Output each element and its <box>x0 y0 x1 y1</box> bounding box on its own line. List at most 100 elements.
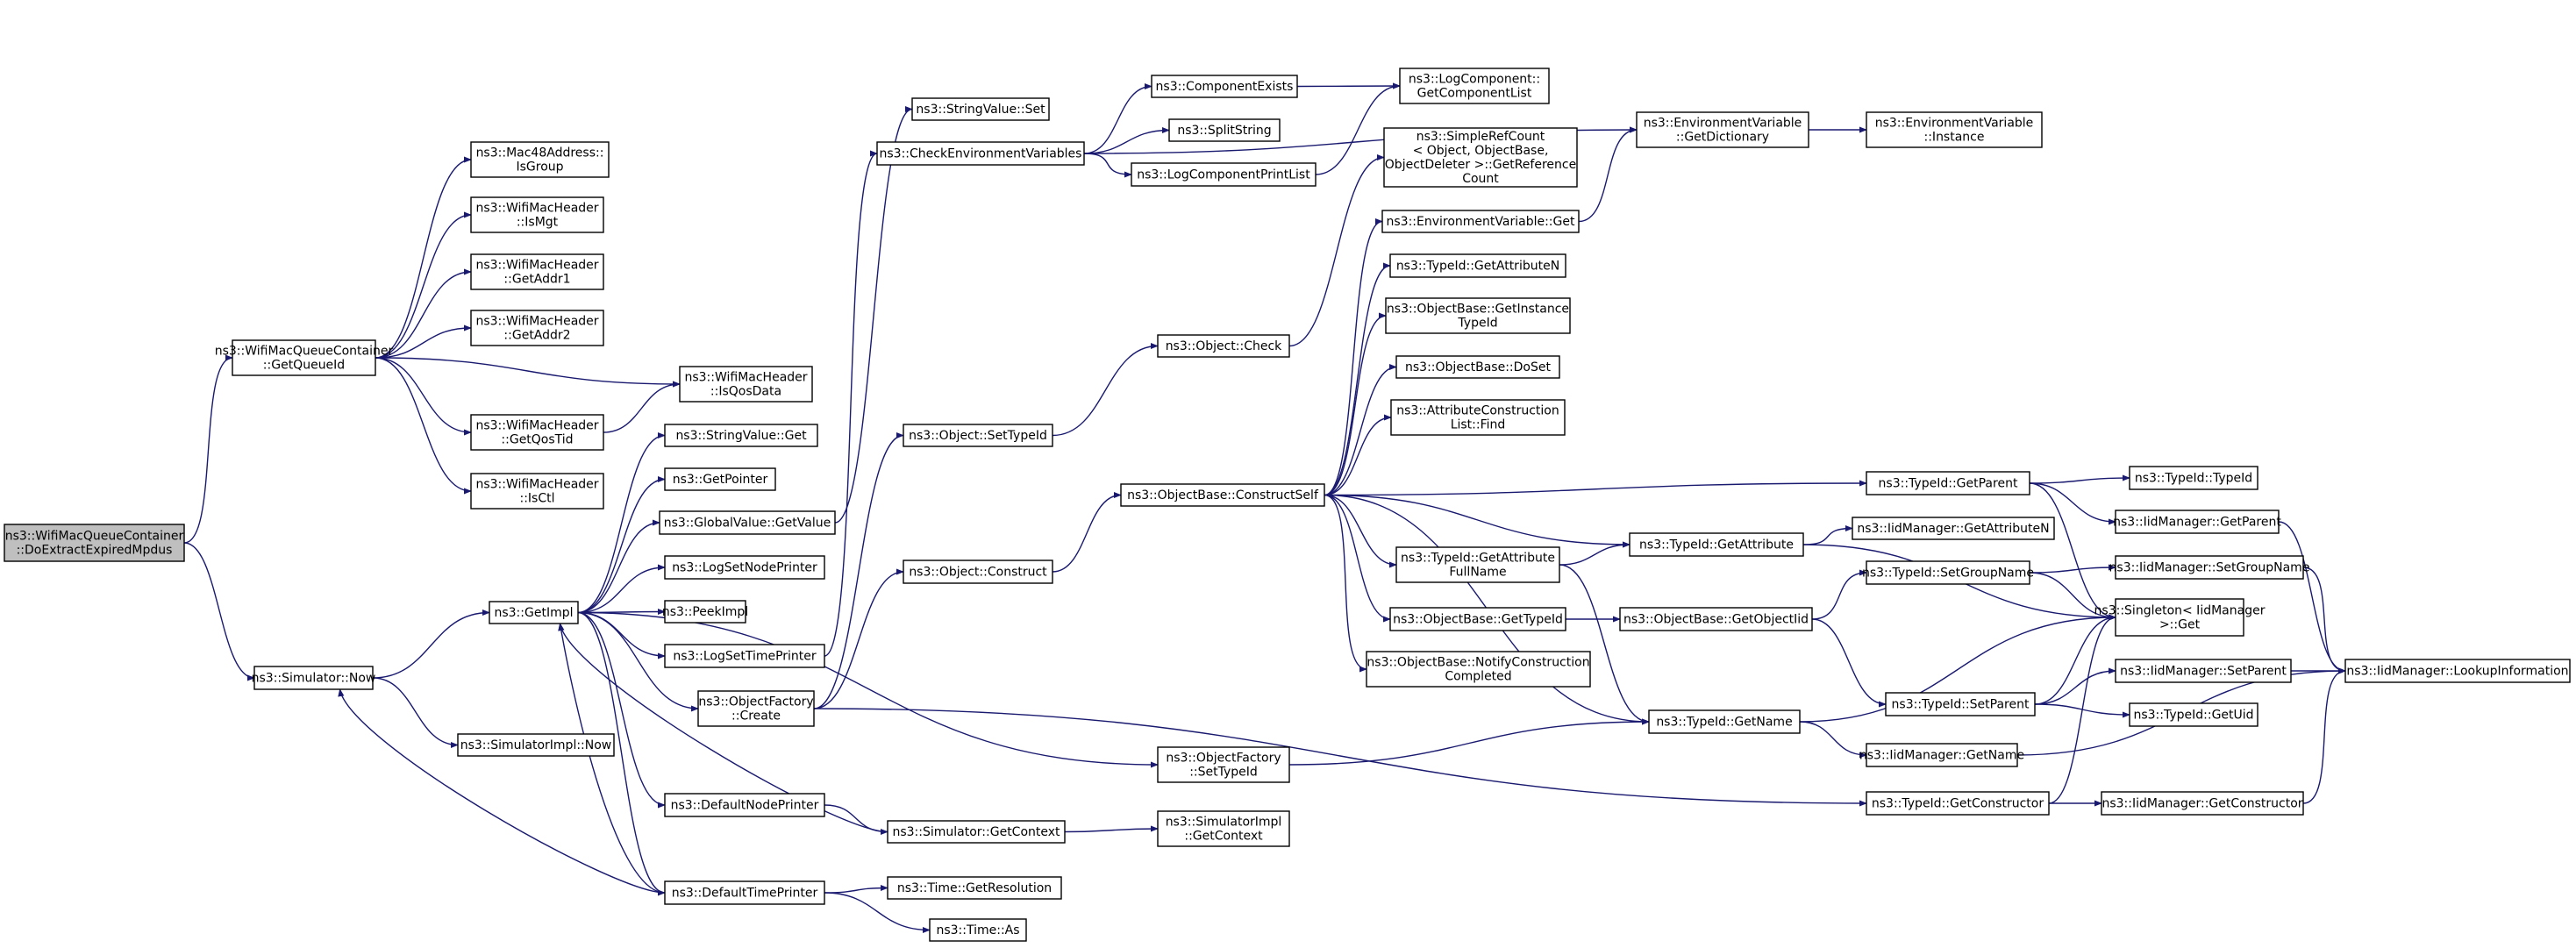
node-getqueueid[interactable]: ns3::WifiMacQueueContainer::GetQueueId <box>215 339 394 376</box>
node-getpointer[interactable]: ns3::GetPointer <box>664 467 776 491</box>
edge-setparent-to-iidsetparent <box>2034 667 2116 705</box>
node-getaddr1[interactable]: ns3::WifiMacHeader::GetAddr1 <box>470 253 604 290</box>
node-getobjectiid[interactable]: ns3::ObjectBase::GetObjectIid <box>1619 607 1813 631</box>
node-iidgetattrn[interactable]: ns3::IidManager::GetAttributeN <box>1852 517 2055 540</box>
node-box <box>2115 598 2244 637</box>
edge-constructself-to-doset <box>1324 363 1397 496</box>
node-deftime[interactable]: ns3::DefaultTimePrinter <box>664 880 825 905</box>
node-iidgetname[interactable]: ns3::IidManager::GetName <box>1859 743 2024 767</box>
node-getaddr2[interactable]: ns3::WifiMacHeader::GetAddr2 <box>470 310 604 346</box>
node-iidgetconstr[interactable]: ns3::IidManager::GetConstructor <box>2101 791 2304 816</box>
node-box <box>664 644 825 668</box>
node-box <box>903 424 1053 447</box>
node-simpleref[interactable]: ns3::SimpleRefCount< Object, ObjectBase,… <box>1383 127 1578 188</box>
node-label: ::GetContext <box>1184 829 1263 843</box>
node-peekimpl[interactable]: ns3::PeekImpl <box>662 600 748 624</box>
node-notifyconstr[interactable]: ns3::ObjectBase::NotifyConstructionCompl… <box>1366 651 1591 688</box>
node-objcheck[interactable]: ns3::Object::Check <box>1157 334 1290 358</box>
node-label: ns3::TypeId::GetConstructor <box>1872 796 2044 810</box>
node-singletonget[interactable]: ns3::Singleton< IidManager >::Get <box>2094 598 2266 637</box>
node-label: ns3::EnvironmentVariable <box>1644 116 1802 130</box>
node-label: IsGroup <box>516 160 563 174</box>
node-label: ns3::IidManager::LookupInformation <box>2346 664 2568 678</box>
node-objfactcreate[interactable]: ns3::ObjectFactory::Create <box>697 690 815 727</box>
node-settypeid[interactable]: ns3::Object::SetTypeId <box>903 424 1053 447</box>
node-label: ::GetQueueId <box>263 358 345 372</box>
node-label: ns3::IidManager::GetParent <box>2113 515 2281 529</box>
node-root[interactable]: ns3::WifiMacQueueContainer::DoExtractExp… <box>4 524 185 562</box>
edge-getimpl-to-globalget <box>577 519 660 614</box>
node-label: ns3::Simulator::Now <box>252 671 376 685</box>
node-getconstructor[interactable]: ns3::TypeId::GetConstructor <box>1866 791 2050 816</box>
node-box <box>470 473 604 510</box>
node-timegetres[interactable]: ns3::Time::GetResolution <box>887 876 1062 900</box>
edge-getqueueid-to-getaddr1 <box>375 268 472 359</box>
node-getqostid[interactable]: ns3::WifiMacHeader::GetQosTid <box>470 414 604 451</box>
node-constructself[interactable]: ns3::ObjectBase::ConstructSelf <box>1120 483 1325 507</box>
node-getimpl[interactable]: ns3::GetImpl <box>489 601 579 624</box>
edge-objfactsettype-to-typegetname <box>1288 718 1650 766</box>
node-iidgetparent[interactable]: ns3::IidManager::GetParent <box>2113 510 2281 534</box>
node-getparent[interactable]: ns3::TypeId::GetParent <box>1866 471 2030 495</box>
node-box <box>887 820 1066 844</box>
node-getattribute[interactable]: ns3::TypeId::GetAttribute <box>1629 532 1804 557</box>
edge-getimpl-to-getpointer <box>577 475 666 614</box>
node-envinstance[interactable]: ns3::EnvironmentVariable::Instance <box>1866 111 2043 148</box>
node-timeas[interactable]: ns3::Time::As <box>929 918 1027 942</box>
node-label: ns3::ObjectBase::GetInstance <box>1387 302 1569 316</box>
node-checkenv[interactable]: ns3::CheckEnvironmentVariables <box>876 141 1085 166</box>
node-logcomplist[interactable]: ns3::LogComponent::GetComponentList <box>1399 68 1550 104</box>
edge-constructself-to-envget <box>1324 217 1383 496</box>
node-compexists[interactable]: ns3::ComponentExists <box>1151 75 1298 98</box>
node-label: ns3::TypeId::SetGroupName <box>1862 566 2034 580</box>
node-box <box>1629 532 1804 557</box>
node-simnow[interactable]: ns3::Simulator::Now <box>252 666 376 690</box>
node-isgroup[interactable]: ns3::Mac48Address::IsGroup <box>470 141 610 178</box>
node-label: ns3::Time::GetResolution <box>897 881 1052 895</box>
node-doset[interactable]: ns3::ObjectBase::DoSet <box>1395 355 1560 379</box>
node-isqosdata[interactable]: ns3::WifiMacHeader::IsQosData <box>679 366 813 403</box>
node-label: ns3::TypeId::GetUid <box>2133 708 2253 722</box>
node-typegetname[interactable]: ns3::TypeId::GetName <box>1648 709 1801 734</box>
node-box <box>659 510 836 535</box>
node-iidlookup[interactable]: ns3::IidManager::LookupInformation <box>2344 659 2571 683</box>
node-simimplnow[interactable]: ns3::SimulatorImpl::Now <box>457 733 615 757</box>
node-logsettime[interactable]: ns3::LogSetTimePrinter <box>664 644 825 668</box>
node-typeidtypeid[interactable]: ns3::TypeId::TypeId <box>2129 466 2258 490</box>
node-box <box>929 918 1027 942</box>
node-strget[interactable]: ns3::StringValue::Get <box>664 424 818 447</box>
node-setgroupname[interactable]: ns3::TypeId::SetGroupName <box>1862 560 2034 585</box>
node-label: ns3::SimpleRefCount <box>1416 130 1545 144</box>
node-objfactsettype[interactable]: ns3::ObjectFactory::SetTypeId <box>1157 746 1290 783</box>
node-label: ::IsMgt <box>517 215 559 229</box>
node-setparent[interactable]: ns3::TypeId::SetParent <box>1885 692 2036 716</box>
node-isctl[interactable]: ns3::WifiMacHeader::IsCtl <box>470 473 604 510</box>
node-envget[interactable]: ns3::EnvironmentVariable::Get <box>1381 210 1580 233</box>
node-label: ns3::Object::SetTypeId <box>909 429 1047 443</box>
node-iidsetparent[interactable]: ns3::IidManager::SetParent <box>2115 659 2292 683</box>
edge-getattrfull-to-getattribute <box>1559 541 1631 566</box>
edge-getimpl-to-strget <box>577 431 666 614</box>
node-iidsetgroup[interactable]: ns3::IidManager::SetGroupName <box>2109 555 2310 580</box>
node-defnode[interactable]: ns3::DefaultNodePrinter <box>664 793 825 817</box>
node-typegetuid[interactable]: ns3::TypeId::GetUid <box>2129 702 2258 727</box>
node-simimplgetctx[interactable]: ns3::SimulatorImpl::GetContext <box>1157 810 1290 847</box>
node-obgettypeid[interactable]: ns3::ObjectBase::GetTypeId <box>1389 607 1566 631</box>
node-globalget[interactable]: ns3::GlobalValue::GetValue <box>659 510 836 535</box>
node-construct[interactable]: ns3::Object::Construct <box>903 560 1053 584</box>
edge-root-to-getqueueid <box>183 354 233 544</box>
node-splitstring[interactable]: ns3::SplitString <box>1168 118 1281 142</box>
node-strset[interactable]: ns3::StringValue::Set <box>911 97 1050 121</box>
node-logsetnode[interactable]: ns3::LogSetNodePrinter <box>664 555 825 580</box>
node-box <box>664 793 825 817</box>
node-getattrn[interactable]: ns3::TypeId::GetAttributeN <box>1389 253 1566 278</box>
node-label: ns3::EnvironmentVariable::Get <box>1387 215 1575 229</box>
node-ismgt[interactable]: ns3::WifiMacHeader::IsMgt <box>470 196 604 233</box>
node-logcompprint[interactable]: ns3::LogComponentPrintList <box>1131 162 1317 187</box>
node-envgetdict[interactable]: ns3::EnvironmentVariable::GetDictionary <box>1636 111 1809 148</box>
node-simgetctx[interactable]: ns3::Simulator::GetContext <box>887 820 1066 844</box>
node-box <box>664 467 776 491</box>
